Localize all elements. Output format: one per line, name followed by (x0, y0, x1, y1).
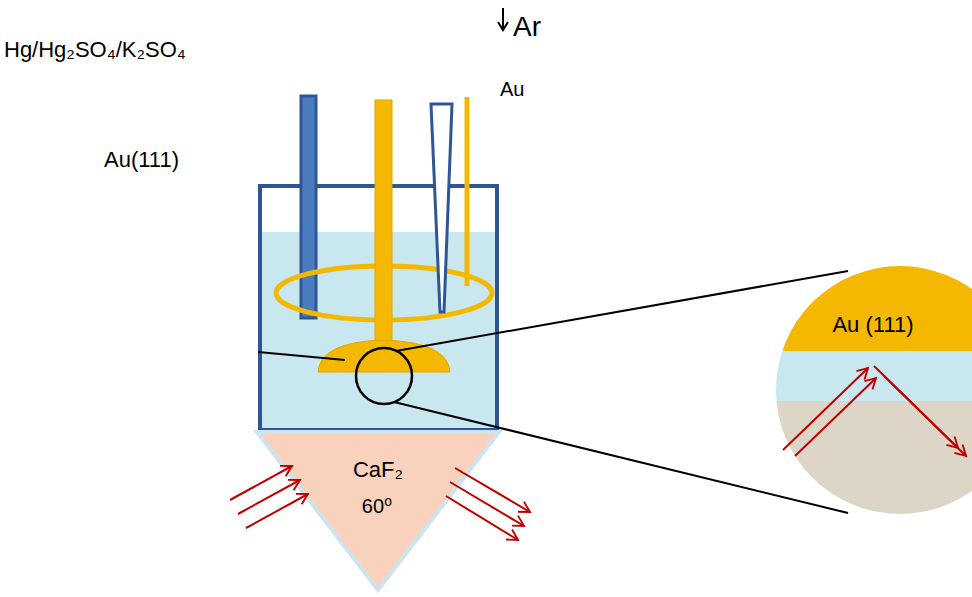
incident-beam (230, 466, 308, 528)
working-electrode-rod (375, 100, 392, 350)
part-label: Au(111) (104, 147, 179, 172)
node-text: 60⁰ (362, 495, 392, 517)
gas-arrow-head (498, 22, 508, 30)
zoom-line (396, 271, 848, 351)
counter-wire (465, 97, 470, 286)
zoom-beam (783, 366, 966, 456)
zoom-spot (356, 348, 412, 404)
electrolyte-layer (775, 351, 972, 401)
gold-layer (775, 265, 972, 351)
zoom-circle: Au (111) (775, 265, 972, 515)
gas-arrow (502, 8, 504, 28)
reflected-beam (446, 468, 530, 540)
part-label: Hg/Hg₂SO₄/K₂SO₄ (4, 37, 186, 62)
caf2-prism (257, 432, 499, 590)
node-text: CaF₂ (353, 457, 403, 482)
prism-node: CaF₂ 60⁰ (255, 430, 501, 592)
argon-tube (431, 104, 452, 312)
prism-layer (775, 401, 972, 515)
part-label: Au (500, 78, 524, 100)
leader-line (258, 352, 345, 360)
part-label: Ar (513, 11, 541, 42)
node-text: Au (111) (832, 312, 913, 337)
reference-electrode (301, 96, 316, 318)
zoom-circle-outline (775, 265, 972, 515)
